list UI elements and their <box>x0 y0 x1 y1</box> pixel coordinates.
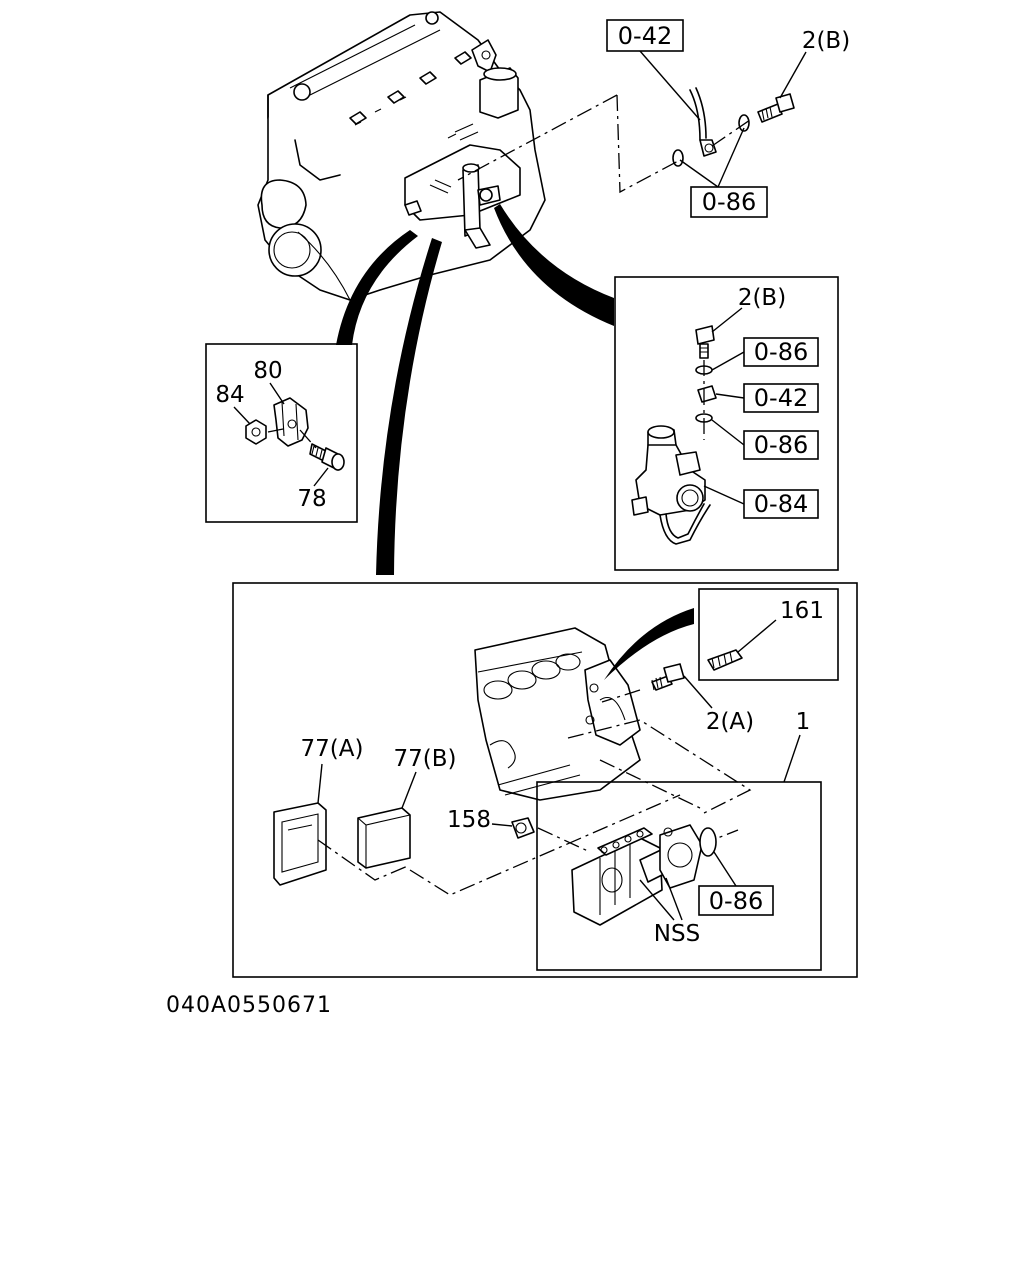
svg-text:77(A): 77(A) <box>301 736 364 762</box>
connector-wedge-right <box>494 204 614 326</box>
label-plate-77a: 77(A) <box>301 736 364 804</box>
label-nut-158: 158 <box>447 807 513 833</box>
svg-text:2(B): 2(B) <box>738 285 786 311</box>
svg-text:84: 84 <box>215 382 244 408</box>
fuel-pipe-assembly-top <box>457 87 795 194</box>
label-bolt-2b-detail: 2(B) <box>711 285 786 333</box>
label-nss: NSS <box>639 877 700 947</box>
callout-0-42-b: 0-42 <box>715 383 819 413</box>
callout-0-42-top: 0-42 <box>606 19 701 121</box>
svg-text:2(A): 2(A) <box>706 709 754 735</box>
callout-0-84: 0-84 <box>703 485 819 519</box>
svg-text:0-86: 0-86 <box>709 887 763 915</box>
svg-text:0-86: 0-86 <box>754 338 808 366</box>
engine-block-top <box>257 11 546 301</box>
label-plate-77b: 77(B) <box>394 746 457 809</box>
detail-box-bracket <box>205 343 358 523</box>
callout-0-86-a: 0-86 <box>711 337 819 371</box>
label-stud-161: 161 <box>737 598 824 653</box>
svg-text:161: 161 <box>780 598 824 624</box>
label-nut-84: 84 <box>215 382 251 425</box>
svg-text:0-84: 0-84 <box>754 490 808 518</box>
label-bracket-80: 80 <box>253 358 285 405</box>
diagram-code: 040A0550671 <box>166 993 332 1018</box>
svg-text:158: 158 <box>447 807 491 833</box>
callout-0-86-b: 0-86 <box>711 419 819 460</box>
label-pump-1: 1 <box>783 709 811 783</box>
svg-text:NSS: NSS <box>654 921 700 947</box>
svg-text:77(B): 77(B) <box>394 746 457 772</box>
label-bolt-78: 78 <box>297 467 329 512</box>
svg-text:80: 80 <box>253 358 282 384</box>
callout-0-86-c: 0-86 <box>698 851 774 916</box>
svg-text:0-42: 0-42 <box>618 22 672 50</box>
svg-text:78: 78 <box>297 486 326 512</box>
svg-text:0-86: 0-86 <box>754 431 808 459</box>
detail-box-injection-pump <box>232 582 858 978</box>
callout-0-86-top: 0-86 <box>679 127 768 218</box>
svg-text:2(B): 2(B) <box>802 28 850 54</box>
svg-text:0-86: 0-86 <box>702 188 756 216</box>
label-bolt-2a: 2(A) <box>683 675 754 735</box>
connector-wedge-center <box>376 238 442 575</box>
connector-wedge-stud <box>596 608 694 680</box>
detail-box-filter-head <box>614 276 839 571</box>
svg-text:0-42: 0-42 <box>754 384 808 412</box>
label-bolt-2b-top: 2(B) <box>779 28 850 99</box>
connector-wedge-left <box>336 230 418 345</box>
svg-text:1: 1 <box>796 709 811 735</box>
